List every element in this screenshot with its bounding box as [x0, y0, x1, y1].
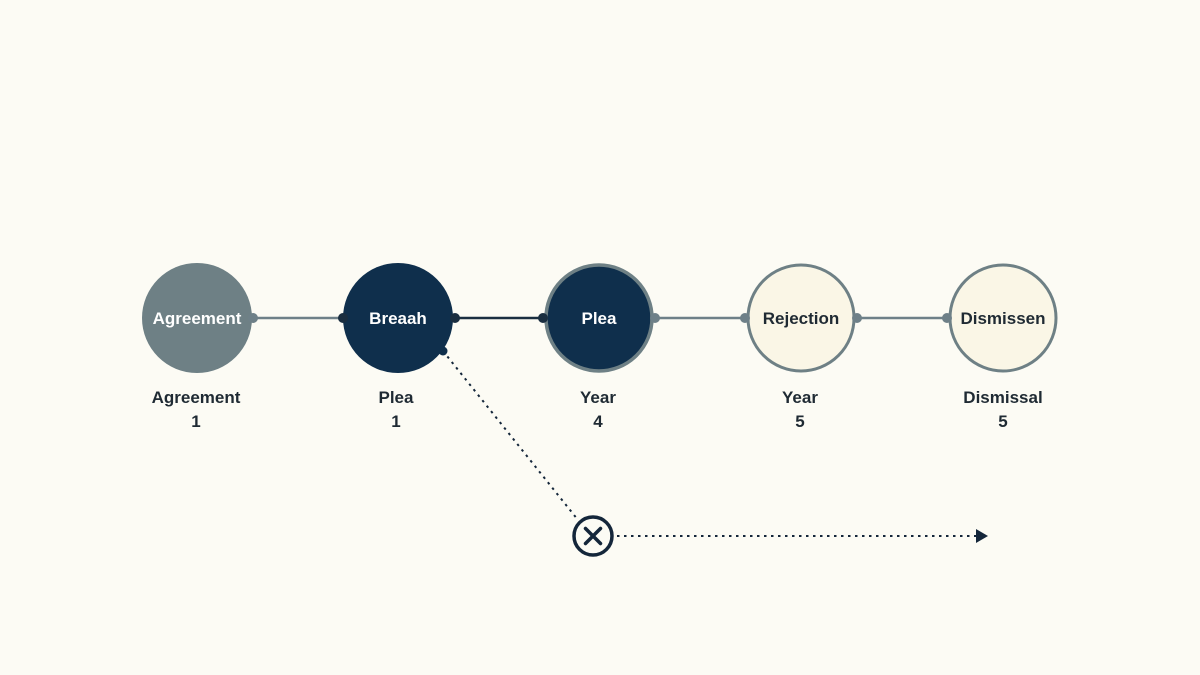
caption-2-bottom: 1 — [391, 412, 400, 431]
node-4-right-dot — [852, 313, 862, 323]
node-3-label: Plea — [582, 309, 618, 328]
caption-1-bottom: 1 — [191, 412, 200, 431]
caption-4-bottom: 5 — [795, 412, 804, 431]
branch — [438, 346, 988, 543]
arrow-right-icon — [976, 529, 988, 543]
node-4-label: Rejection — [763, 309, 840, 328]
branch-diagonal-line — [442, 350, 579, 521]
node-5-left-dot — [942, 313, 952, 323]
caption-5-bottom: 5 — [998, 412, 1007, 431]
captions: Agreement 1 Plea 1 Year 4 Year 5 Dismiss… — [152, 388, 1043, 431]
node-3-left-dot — [538, 313, 548, 323]
caption-3-top: Year — [580, 388, 616, 407]
caption-1-top: Agreement — [152, 388, 241, 407]
node-4: Rejection — [740, 263, 862, 373]
node-5: Dismissen — [942, 263, 1058, 373]
node-3-right-dot — [650, 313, 660, 323]
node-4-left-dot — [740, 313, 750, 323]
node-1-circle — [142, 263, 252, 373]
close-circle-icon — [572, 515, 614, 557]
node-2-left-dot — [338, 313, 348, 323]
node-2-label: Breaah — [369, 309, 427, 328]
node-1: Agreement — [142, 263, 258, 373]
node-2-right-dot — [450, 313, 460, 323]
caption-3-bottom: 4 — [593, 412, 603, 431]
caption-2-top: Plea — [379, 388, 415, 407]
caption-4-top: Year — [782, 388, 818, 407]
node-5-label: Dismissen — [960, 309, 1045, 328]
node-3: Plea — [538, 263, 660, 373]
node-1-label: Agreement — [153, 309, 242, 328]
node-1-right-dot — [248, 313, 258, 323]
caption-5-top: Dismissal — [963, 388, 1042, 407]
node-2: Breaah — [338, 263, 460, 373]
node-2-circle — [343, 263, 453, 373]
